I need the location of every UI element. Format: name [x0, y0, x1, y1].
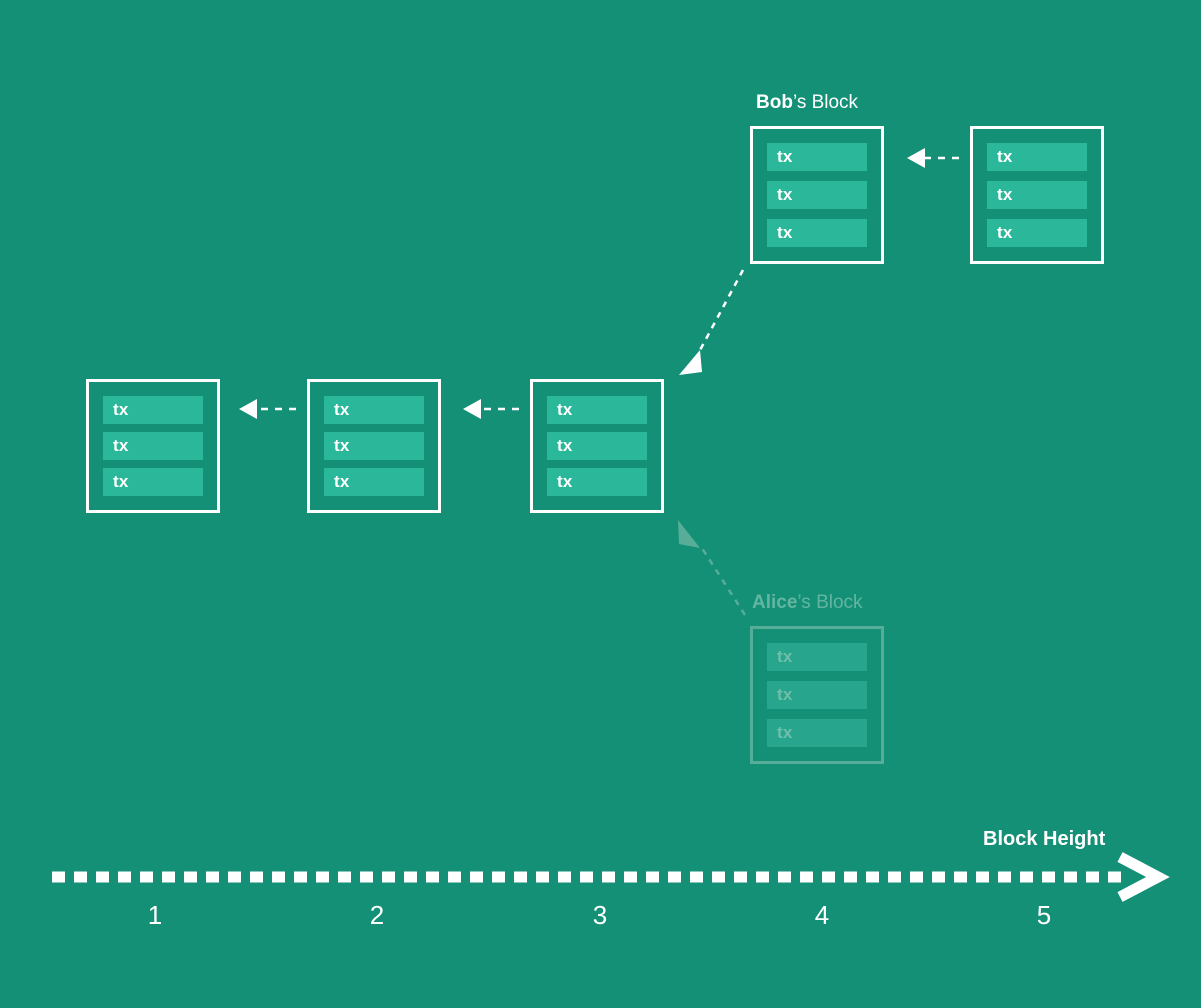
- block-height-5[interactable]: tx tx tx: [970, 126, 1104, 264]
- tx-row: tx: [547, 432, 647, 460]
- tx-row: tx: [103, 432, 203, 460]
- tx-row: tx: [103, 468, 203, 496]
- tx-row: tx: [767, 719, 867, 747]
- tx-row: tx: [547, 468, 647, 496]
- bob-block-label: Bob’s Block: [756, 92, 858, 114]
- block-height-3[interactable]: tx tx tx: [530, 379, 664, 513]
- axis-tick-5: 5: [1036, 900, 1052, 930]
- arrow-bob-block-to-block3: [679, 269, 745, 375]
- arrow-block2-to-block1: [239, 399, 296, 419]
- block-height-axis: [52, 852, 1170, 902]
- axis-tick-4: 4: [814, 900, 830, 930]
- axis-tick-3: 3: [592, 900, 608, 930]
- arrow-block3-to-block2: [463, 399, 519, 419]
- tx-row: tx: [767, 681, 867, 709]
- block-height-1[interactable]: tx tx tx: [86, 379, 220, 513]
- bob-block-label-owner: Bob: [756, 92, 793, 113]
- arrow-alice-block-to-block3: [678, 520, 747, 616]
- axis-tick-2: 2: [369, 900, 385, 930]
- block-height-4-alice[interactable]: tx tx tx: [750, 626, 884, 764]
- block-height-2[interactable]: tx tx tx: [307, 379, 441, 513]
- tx-row: tx: [547, 396, 647, 424]
- bob-block-label-suffix: ’s Block: [792, 92, 859, 113]
- tx-row: tx: [767, 143, 867, 171]
- tx-row: tx: [767, 643, 867, 671]
- block-height-4-bob[interactable]: tx tx tx: [750, 126, 884, 264]
- tx-row: tx: [987, 181, 1087, 209]
- tx-row: tx: [324, 468, 424, 496]
- axis-title-block-height: Block Height: [983, 828, 1106, 850]
- axis-tick-1: 1: [147, 900, 163, 930]
- tx-row: tx: [987, 219, 1087, 247]
- arrow-block5-to-bob-block: [907, 148, 959, 168]
- tx-row: tx: [324, 396, 424, 424]
- alice-block-label: Alice’s Block: [752, 592, 863, 614]
- alice-block-label-suffix: ’s Block: [797, 592, 863, 613]
- tx-row: tx: [324, 432, 424, 460]
- alice-block-label-owner: Alice: [752, 592, 798, 613]
- tx-row: tx: [103, 396, 203, 424]
- tx-row: tx: [767, 181, 867, 209]
- tx-row: tx: [987, 143, 1087, 171]
- tx-row: tx: [767, 219, 867, 247]
